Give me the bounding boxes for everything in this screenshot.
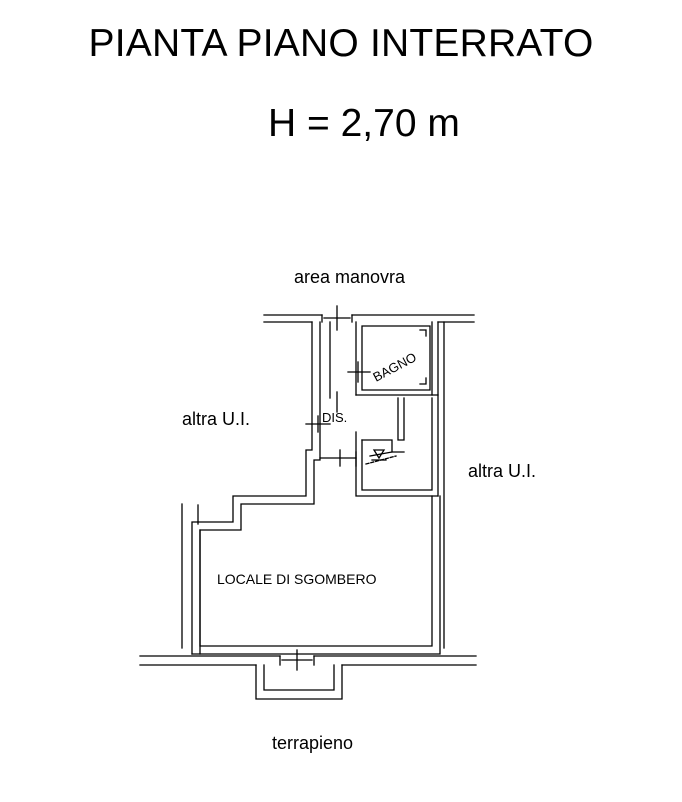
bathroom-door <box>347 361 371 383</box>
bathroom-fixture-marks <box>419 329 427 385</box>
stair-door <box>319 449 357 467</box>
bathroom-walls <box>355 321 439 497</box>
label-area-manovra: area manovra <box>294 267 406 287</box>
label-terrapieno: terrapieno <box>272 733 353 753</box>
corridor-left-wall <box>191 321 321 655</box>
stair-block <box>355 397 439 497</box>
corridor-right-wall <box>329 321 338 413</box>
label-dis: DIS. <box>322 410 347 425</box>
page-title: PIANTA PIANO INTERRATO <box>88 22 594 65</box>
label-altra-ui-left: altra U.I. <box>182 409 250 429</box>
label-bagno: BAGNO <box>370 349 419 384</box>
dis-door-left <box>305 415 331 433</box>
bottom-niche <box>255 649 343 700</box>
ceiling-height-label: H = 2,70 m <box>268 102 460 145</box>
top-door <box>321 305 353 331</box>
label-altra-ui-right: altra U.I. <box>468 461 536 481</box>
top-wall-right <box>351 314 475 323</box>
main-room-walls <box>181 321 445 655</box>
top-wall-left <box>263 314 323 323</box>
bottom-wall <box>139 655 477 666</box>
label-locale-sgombero: LOCALE DI SGOMBERO <box>217 571 377 587</box>
